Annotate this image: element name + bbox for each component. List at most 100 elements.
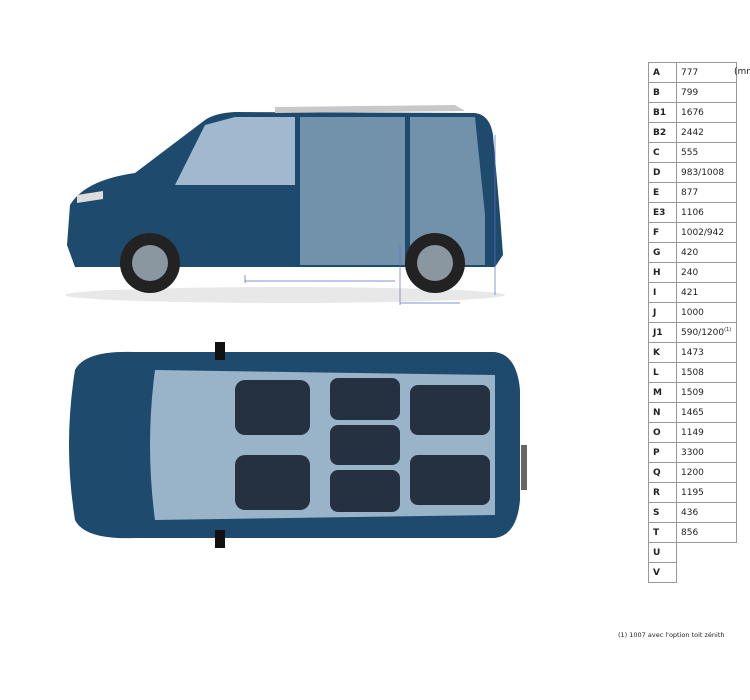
dimension-row: P 3300 [648,442,737,463]
dimension-row: K 1473 [648,342,737,363]
dimension-value: 421 [676,282,737,303]
dimension-value: 1002/942 [676,222,737,243]
dimension-value: 1473 [676,342,737,363]
dimension-value-text: 1676 [681,107,704,118]
dimension-value: 777 [676,62,737,83]
dimension-key: S [648,502,677,523]
dimension-value-text: 1000 [681,307,704,318]
dimension-key: B1 [648,102,677,123]
dimension-value: 1676 [676,102,737,123]
dimension-value-text: 590/1200 [681,328,725,338]
dimension-value: 856 [676,522,737,543]
dimension-row: M 1509 [648,382,737,403]
dimension-key: H [648,262,677,283]
dimension-key: V [648,562,677,583]
dimension-value [676,562,737,583]
dimension-value-text: 555 [681,147,699,158]
dimension-key: B [648,82,677,103]
dimension-value: 2442 [676,122,737,143]
dimension-key: L [648,362,677,383]
dimension-key: D [648,162,677,183]
dimension-row: N 1465 [648,402,737,423]
dimension-value: 555 [676,142,737,163]
dimension-value-text: 856 [681,527,699,538]
dimension-key: O [648,422,677,443]
dimension-value-text: 1106 [681,207,704,218]
unit-label: (mm) [734,67,750,77]
dimension-value [676,542,737,563]
dimension-row: D 983/1008 [648,162,737,183]
dimension-row: I 421 [648,282,737,303]
dimension-key: R [648,482,677,503]
dimension-value-text: 1195 [681,487,704,498]
dimension-key: K [648,342,677,363]
dimension-key: A [648,62,677,83]
dimension-row: O 1149 [648,422,737,443]
dimension-value-text: 777 [681,67,699,78]
dimension-key: F [648,222,677,243]
dimension-value: 1000 [676,302,737,323]
dimension-value-text: 1509 [681,387,704,398]
dimension-row: B 799 [648,82,737,103]
dimension-value-text: 799 [681,87,699,98]
dimension-value-text: 1465 [681,407,704,418]
dimension-value: 983/1008 [676,162,737,183]
dimension-value: 240 [676,262,737,283]
footnote: (1) 1007 avec l'option toit zénith [618,631,725,639]
dimension-value: 1149 [676,422,737,443]
dimension-value-text: 1508 [681,367,704,378]
dimension-value: 877 [676,182,737,203]
van-top-view [69,342,527,548]
dimension-value: 590/1200(1) [676,322,737,343]
dimension-value-text: 3300 [681,447,704,458]
dimension-value: 420 [676,242,737,263]
dimension-row: B2 2442 [648,122,737,143]
dimension-row: V [648,562,737,583]
dimension-value: 3300 [676,442,737,463]
dimension-row: L 1508 [648,362,737,383]
dimension-key: M [648,382,677,403]
dimension-value-text: 1200 [681,467,704,478]
dimension-key: I [648,282,677,303]
dimension-key: P [648,442,677,463]
dimension-row: U [648,542,737,563]
dimension-value-text: 240 [681,267,699,278]
dimension-key: B2 [648,122,677,143]
dimension-value-text: 421 [681,287,699,298]
van-side-view [65,105,505,305]
dimension-value: 1465 [676,402,737,423]
dimension-row: H 240 [648,262,737,283]
dimension-row: A 777 [648,62,737,83]
dimension-key: E3 [648,202,677,223]
dimension-value-text: 436 [681,507,699,518]
dimension-key: Q [648,462,677,483]
dimension-row: R 1195 [648,482,737,503]
dimension-row: J 1000 [648,302,737,323]
dimension-row: B1 1676 [648,102,737,123]
dimension-value: 1508 [676,362,737,383]
dimension-value: 799 [676,82,737,103]
dimension-value-text: 2442 [681,127,704,138]
dimension-value-text: 1149 [681,427,704,438]
footnote-marker: (1) [724,327,732,333]
dimension-value-text: 983/1008 [681,167,725,178]
dimension-value: 1106 [676,202,737,223]
dimension-value-text: 1473 [681,347,704,358]
dimension-key: G [648,242,677,263]
dimension-row: C 555 [648,142,737,163]
dimension-key: E [648,182,677,203]
dimension-key: U [648,542,677,563]
dimension-value: 1200 [676,462,737,483]
dimension-key: J [648,302,677,323]
dimension-value: 1509 [676,382,737,403]
dimension-key: N [648,402,677,423]
dimension-value-text: 877 [681,187,699,198]
dimension-key: C [648,142,677,163]
dimension-value: 436 [676,502,737,523]
dimension-row: E 877 [648,182,737,203]
